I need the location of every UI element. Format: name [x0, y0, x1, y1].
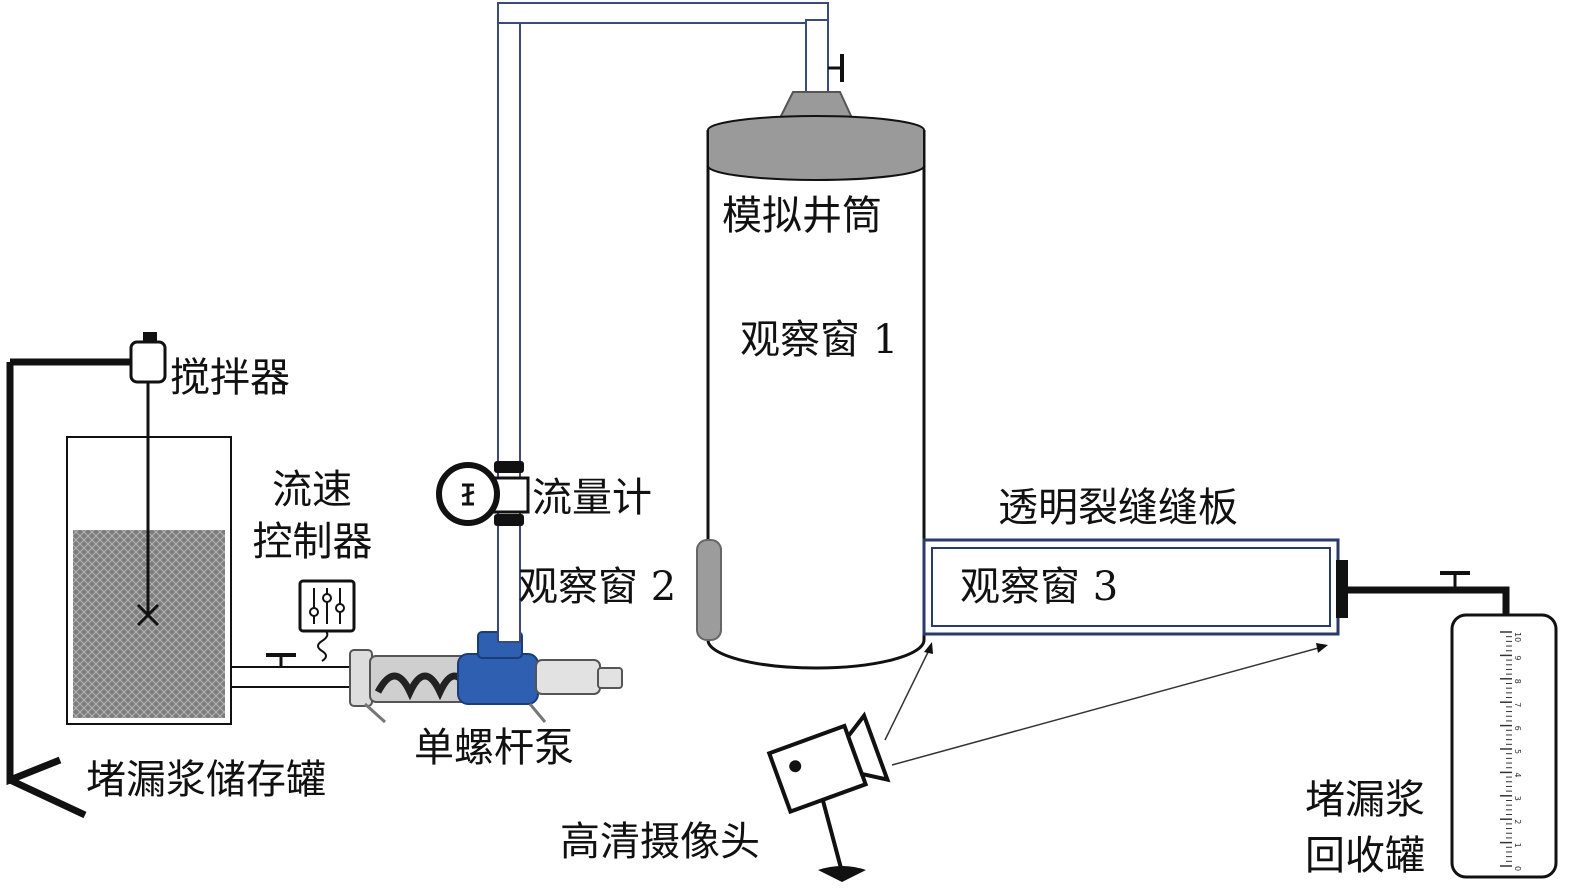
scale-number: 4: [1513, 772, 1522, 777]
flow-controller-label-line1: 流速: [272, 467, 352, 513]
fracture-plate: [922, 538, 1348, 636]
inlet-valve-icon: [828, 54, 844, 82]
fracture-plate-label: 透明裂缝缝板: [998, 485, 1238, 531]
flow-meter: [436, 461, 530, 526]
tank-outlet-pipe: [230, 666, 352, 688]
scale-number: 8: [1513, 679, 1522, 684]
overhead-pipe: [497, 2, 829, 24]
scale-number: 5: [1513, 749, 1522, 754]
scale-number: 3: [1513, 796, 1522, 801]
recovery-pipe: [1348, 571, 1510, 617]
screw-pump: [349, 631, 623, 724]
pump-label: 单螺杆泵: [414, 725, 574, 771]
scale-number: 7: [1513, 702, 1522, 707]
agitator-motor: [129, 340, 167, 384]
observation-window-2-marker: [696, 539, 722, 641]
flow-controller-label-line2: 控制器: [252, 519, 373, 565]
scale-number: 10: [1513, 632, 1522, 642]
recovery-tank-label-line2: 回收罐: [1305, 833, 1425, 879]
agitator-stand: [6, 358, 140, 819]
agitator-label: 搅拌器: [170, 355, 290, 401]
camera-icon: [766, 642, 1328, 882]
plate-outlet-flange: [1336, 560, 1348, 618]
scale-number: 2: [1513, 819, 1522, 824]
scale-number: 9: [1513, 655, 1522, 660]
outlet-valve-icon: [266, 653, 296, 667]
agitator-blade: [136, 603, 160, 627]
camera-label: 高清摄像头: [560, 819, 760, 865]
flow-controller-icon: [298, 579, 356, 662]
storage-tank-label: 堵漏浆储存罐: [86, 757, 326, 803]
observation-window-3-label: 观察窗 3: [960, 564, 1119, 610]
wellbore-top-fitting: [778, 91, 854, 119]
observation-window-2-label: 观察窗 2: [518, 564, 677, 610]
simulated-wellbore: [696, 91, 926, 670]
scale-number: 0: [1513, 866, 1522, 871]
camera-view-line-2: [891, 646, 1323, 766]
camera-view-line-1: [884, 647, 931, 741]
downcomer-pipe: [805, 19, 829, 93]
observation-window-1-label: 观察窗 1: [740, 317, 899, 363]
wellbore-label: 模拟井筒: [722, 193, 882, 239]
scale-number: 1: [1513, 843, 1522, 848]
recovery-tank-label-line1: 堵漏浆: [1305, 777, 1425, 823]
wellbore-cap: [707, 115, 925, 181]
agitator: [129, 332, 167, 627]
scale-number: 6: [1513, 726, 1522, 731]
flow-meter-label: 流量计: [532, 475, 652, 521]
